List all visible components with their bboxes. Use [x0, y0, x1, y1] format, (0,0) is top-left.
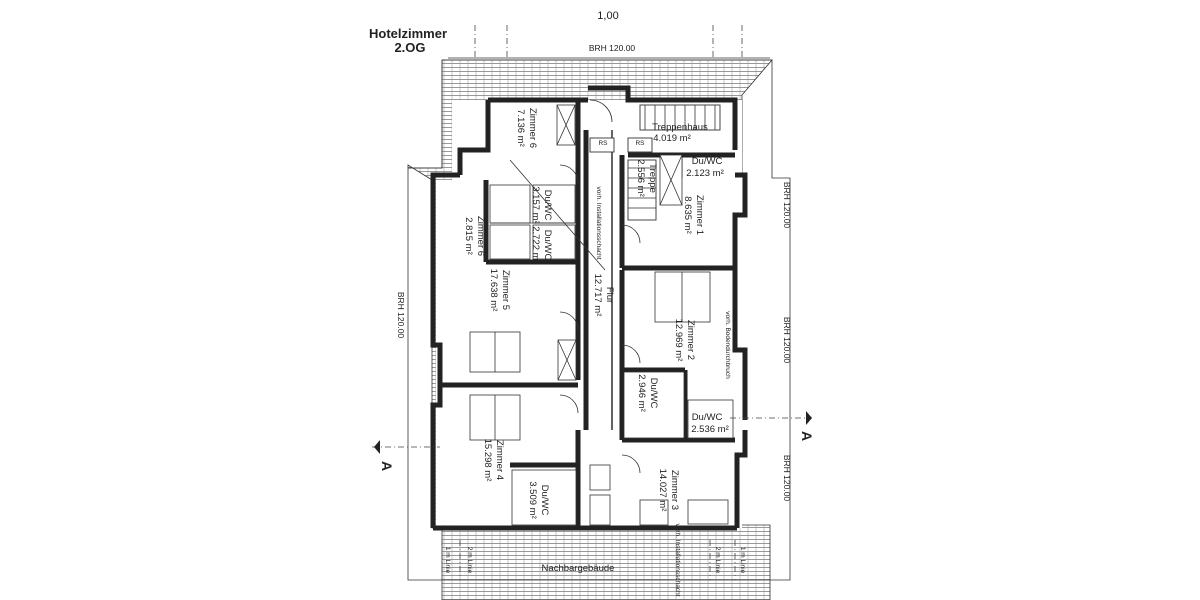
room-duwc-c-area: 2.123 m²: [686, 168, 724, 179]
room-zimmer4: Zimmer 4 15.298 m²: [482, 439, 505, 482]
fixtures: [489, 104, 734, 526]
room-duwc-f-area: 3.509 m²: [527, 481, 538, 519]
room-zimmer5-name: Zimmer 5: [500, 270, 511, 310]
top-dimension-lines: [448, 25, 770, 60]
section-marker-left: [372, 440, 440, 454]
room-zimmer6b-area: 2.815 m²: [463, 217, 474, 255]
linie-2m-left: 2 m Linie: [466, 547, 473, 574]
room-zimmer6b-name: Zimmer 6: [475, 216, 486, 256]
room-treppe-name: Treppe: [647, 163, 658, 193]
room-treppe-area: 2.556 m²: [635, 159, 646, 197]
dimension-top: 1,00: [597, 10, 618, 22]
room-duwc-a: Du/WC 3.157 m²: [530, 186, 553, 224]
room-zimmer5-area: 17.638 m²: [488, 269, 499, 312]
linie-1m-left: 1 m Linie: [444, 547, 451, 574]
room-zimmer1-name: Zimmer 1: [694, 195, 705, 235]
walls: [430, 85, 748, 531]
room-duwc-d-area: 2.946 m²: [636, 374, 647, 412]
room-treppenhaus-area: 4.019 m²: [653, 133, 691, 144]
brh-right-label-3: BRH 120.00: [782, 455, 792, 502]
room-duwc-e-name: Du/WC: [692, 412, 723, 423]
neighbour-building-label: Nachbargebäude: [542, 563, 615, 574]
room-duwc-f-name: Du/WC: [539, 485, 550, 516]
room-duwc-a-area: 3.157 m²: [530, 186, 541, 224]
room-duwc-f: Du/WC 3.509 m²: [527, 481, 550, 519]
beds: [469, 271, 711, 441]
installationsschacht-label: vorh. Installationsschacht: [595, 187, 602, 260]
room-duwc-a-name: Du/WC: [542, 190, 553, 221]
room-flur-area: 12.717 m²: [592, 274, 603, 317]
room-treppenhaus-name: Treppenhaus: [652, 122, 708, 133]
room-zimmer6b: Zimmer 6 2.815 m²: [463, 216, 486, 256]
brh-right-label-2: BRH 120.00: [782, 317, 792, 364]
room-treppenhaus: Treppenhaus 4.019 m²: [652, 122, 708, 144]
section-label-right: A: [799, 431, 815, 441]
room-zimmer5: Zimmer 5 17.638 m²: [488, 269, 511, 312]
brh-top-label: BRH 120.00: [589, 43, 636, 53]
room-zimmer6-name: Zimmer 6: [527, 108, 538, 148]
rs-label-1: RS: [598, 140, 608, 147]
room-zimmer1: Zimmer 1 8.635 m²: [682, 195, 705, 235]
room-zimmer6-area: 7.136 m²: [515, 109, 526, 147]
room-flur-name: Flur: [604, 287, 615, 303]
section-label-left: A: [379, 461, 395, 471]
room-zimmer3-name: Zimmer 3: [669, 470, 680, 510]
room-zimmer4-area: 15.298 m²: [482, 439, 493, 482]
room-duwc-d-name: Du/WC: [648, 378, 659, 409]
room-flur: Flur 12.717 m²: [592, 274, 615, 317]
room-duwc-e-area: 2.536 m²: [691, 424, 729, 435]
bottom-lines: [441, 540, 770, 581]
room-zimmer2: Zimmer 2 12.969 m²: [673, 319, 696, 362]
rs-label-2: RS: [635, 140, 645, 147]
staircase: [589, 104, 721, 221]
room-duwc-e: Du/WC 2.536 m²: [691, 412, 729, 435]
room-zimmer2-name: Zimmer 2: [685, 320, 696, 360]
bodendurchbruch-label: vorh. Bodendurchbruch: [724, 311, 731, 379]
plan-title: Hotelzimmer: [369, 26, 447, 41]
room-duwc-c: Du/WC 2.123 m²: [686, 156, 724, 179]
room-zimmer3: Zimmer 3 14.027 m²: [657, 469, 680, 512]
floor-area-left: [436, 180, 456, 525]
linie-2m-right: 2 m Linie: [714, 547, 721, 574]
linie-1m-right: 1 m Linie: [739, 547, 746, 574]
installationsschacht-bottom-label: vorh. Installationsschacht: [674, 524, 681, 597]
room-duwc-b: Du/WC 2.722 m²: [530, 226, 553, 264]
room-duwc-d: Du/WC 2.946 m²: [636, 374, 659, 412]
section-marker-right: [730, 411, 812, 425]
outer-outline: [407, 59, 791, 581]
brh-right-label-1: BRH 120.00: [782, 182, 792, 229]
room-zimmer4-name: Zimmer 4: [494, 440, 505, 480]
room-duwc-c-name: Du/WC: [692, 156, 723, 167]
room-duwc-b-name: Du/WC: [542, 230, 553, 261]
room-treppe: Treppe 2.556 m²: [635, 159, 658, 197]
room-zimmer1-area: 8.635 m²: [682, 196, 693, 234]
plan-subtitle: 2.OG: [394, 40, 425, 55]
room-zimmer2-area: 12.969 m²: [673, 319, 684, 362]
room-zimmer3-area: 14.027 m²: [657, 469, 668, 512]
door-swings: [509, 99, 641, 474]
room-duwc-b-area: 2.722 m²: [530, 226, 541, 264]
room-zimmer6: Zimmer 6 7.136 m²: [515, 108, 538, 148]
brh-left-label: BRH 120.00: [396, 292, 406, 339]
